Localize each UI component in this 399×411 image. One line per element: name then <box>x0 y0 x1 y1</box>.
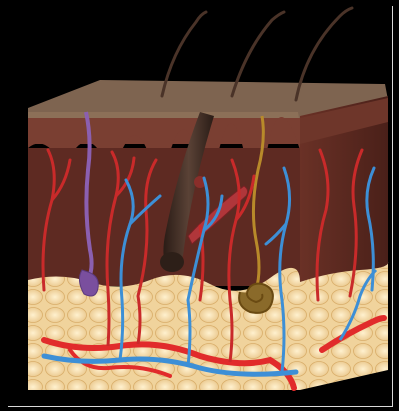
subcutaneous-fat-side <box>300 262 388 390</box>
epidermis-layer <box>28 118 300 144</box>
hair-bulb <box>160 252 184 272</box>
sweat-gland-coil <box>239 284 273 313</box>
